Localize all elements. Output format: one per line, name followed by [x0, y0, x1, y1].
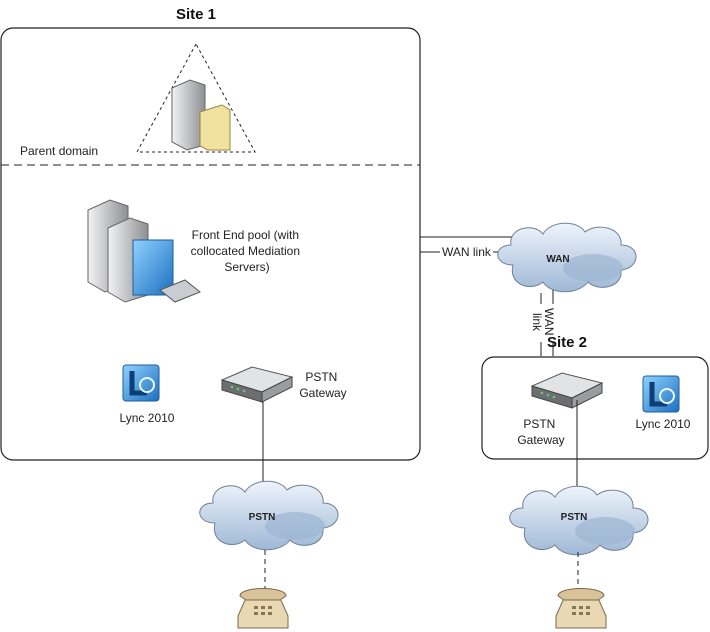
front-end-pool-icon — [87, 199, 201, 303]
lync-client-icon — [123, 365, 159, 401]
site2-lync-client-icon — [643, 376, 679, 412]
site1-gateway-label: PSTN Gateway — [299, 370, 346, 400]
gateway-line-2: Gateway — [299, 386, 346, 400]
front-end-pool-label: Front End pool (with collocated Mediatio… — [191, 228, 304, 274]
site2-boundary — [481, 356, 709, 460]
site2-phone-icon — [555, 588, 607, 629]
front-end-line-2: collocated Mediation — [191, 244, 300, 258]
pstn-gateway-icon — [221, 366, 293, 403]
domain-controller-icon — [171, 79, 231, 151]
site2-gateway-label: PSTN Gateway — [517, 417, 564, 447]
site2-gateway-line-2: Gateway — [517, 433, 564, 447]
site1-pstn-label: PSTN — [249, 512, 276, 523]
site2-lync-label: Lync 2010 — [636, 417, 691, 431]
wan-link-label: WAN link — [442, 245, 492, 259]
site1-lync-label: Lync 2010 — [120, 411, 175, 425]
front-end-line-1: Front End pool (with — [192, 228, 299, 242]
phone-icon — [237, 588, 289, 629]
wan-cloud-label: WAN — [546, 254, 569, 265]
vertical-wan-label: WAN — [542, 308, 556, 336]
vertical-link-label: link — [530, 313, 544, 332]
site1-boundary — [0, 27, 421, 461]
site2-pstn-label: PSTN — [561, 512, 588, 523]
site2-gateway-line-1: PSTN — [523, 417, 555, 431]
site2-pstn-gateway-icon — [531, 372, 603, 409]
site1-title: Site 1 — [176, 6, 216, 23]
parent-domain-triangle — [136, 42, 256, 153]
parent-domain-label: Parent domain — [20, 144, 98, 158]
site2-title: Site 2 — [547, 334, 587, 351]
front-end-line-3: Servers) — [224, 260, 269, 274]
gateway-line-1: PSTN — [305, 370, 337, 384]
